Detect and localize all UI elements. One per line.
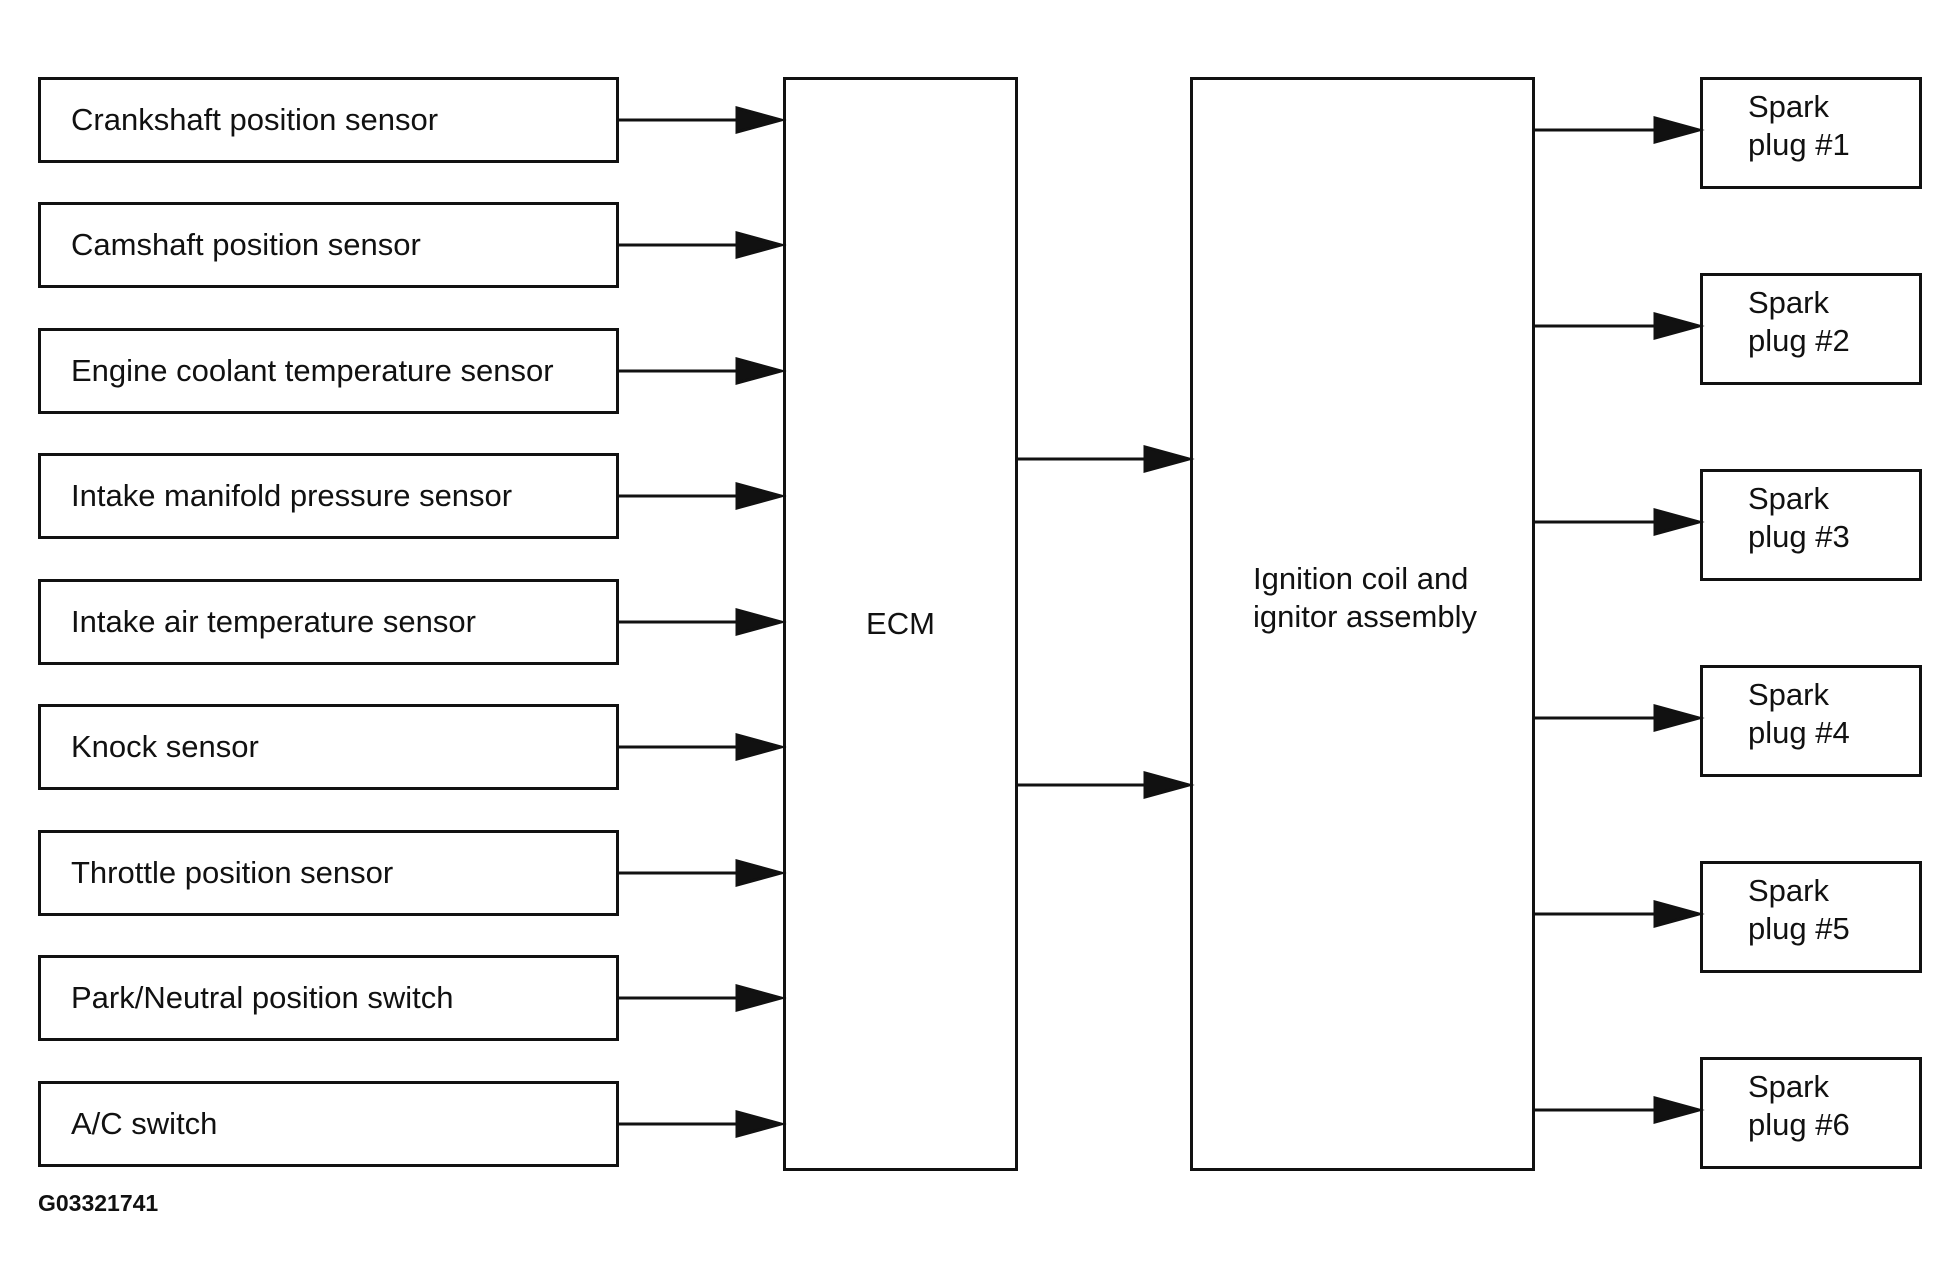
ignition-coil-box: Ignition coil and ignitor assembly: [1190, 77, 1535, 1171]
arrowhead-icon: [735, 482, 787, 510]
spark-plug-box-5: Spark plug #5: [1700, 861, 1922, 973]
arrowhead-icon: [735, 608, 787, 636]
ignition-coil-label-line1: Ignition coil and: [1253, 561, 1469, 596]
arrowhead-icon: [1653, 704, 1705, 732]
sensor-box-knock: Knock sensor: [38, 704, 619, 790]
spark-plug-label-line1: Spark: [1748, 285, 1829, 320]
spark-plug-label: Spark plug #1: [1748, 88, 1850, 164]
arrowhead-icon: [735, 1110, 787, 1138]
spark-plug-label-line1: Spark: [1748, 89, 1829, 124]
spark-plug-box-1: Spark plug #1: [1700, 77, 1922, 189]
spark-plug-box-3: Spark plug #3: [1700, 469, 1922, 581]
sensor-box-ac-switch: A/C switch: [38, 1081, 619, 1167]
arrowhead-icon: [735, 984, 787, 1012]
sensor-label: Knock sensor: [71, 729, 259, 764]
ignition-coil-label-line2: ignitor assembly: [1253, 599, 1477, 634]
arrowhead-icon: [1653, 116, 1705, 144]
arrowhead-icon: [735, 733, 787, 761]
spark-plug-label-line1: Spark: [1748, 1069, 1829, 1104]
spark-plug-label-line2: plug #3: [1748, 519, 1850, 554]
arrowhead-icon: [1653, 508, 1705, 536]
sensor-label: Intake air temperature sensor: [71, 604, 476, 639]
sensor-box-park-neutral: Park/Neutral position switch: [38, 955, 619, 1041]
ecm-box: ECM: [783, 77, 1018, 1171]
arrowhead-icon: [1653, 1096, 1705, 1124]
spark-plug-box-2: Spark plug #2: [1700, 273, 1922, 385]
spark-plug-label-line2: plug #1: [1748, 127, 1850, 162]
spark-plug-label-line1: Spark: [1748, 481, 1829, 516]
sensor-box-coolant-temp: Engine coolant temperature sensor: [38, 328, 619, 414]
arrowhead-icon: [735, 859, 787, 887]
sensor-box-intake-air-temp: Intake air temperature sensor: [38, 579, 619, 665]
sensor-box-manifold-pressure: Intake manifold pressure sensor: [38, 453, 619, 539]
sensor-box-camshaft: Camshaft position sensor: [38, 202, 619, 288]
figure-code: G03321741: [38, 1190, 159, 1216]
spark-plug-label: Spark plug #2: [1748, 284, 1850, 360]
sensor-label: A/C switch: [71, 1106, 218, 1141]
sensor-label: Throttle position sensor: [71, 855, 394, 890]
arrowhead-icon: [1143, 445, 1195, 473]
sensor-box-crankshaft: Crankshaft position sensor: [38, 77, 619, 163]
arrowhead-icon: [735, 357, 787, 385]
spark-plug-label-line2: plug #4: [1748, 715, 1850, 750]
ignition-coil-label: Ignition coil and ignitor assembly: [1253, 560, 1477, 636]
spark-plug-box-4: Spark plug #4: [1700, 665, 1922, 777]
sensor-label: Engine coolant temperature sensor: [71, 353, 554, 388]
arrowhead-icon: [1653, 312, 1705, 340]
spark-plug-label: Spark plug #3: [1748, 480, 1850, 556]
arrowhead-icon: [735, 106, 787, 134]
sensor-label: Intake manifold pressure sensor: [71, 478, 513, 513]
arrowhead-icon: [1143, 771, 1195, 799]
spark-plug-box-6: Spark plug #6: [1700, 1057, 1922, 1169]
sensor-box-throttle-position: Throttle position sensor: [38, 830, 619, 916]
ecm-label: ECM: [866, 606, 935, 641]
spark-plug-label-line1: Spark: [1748, 677, 1829, 712]
sensor-label: Park/Neutral position switch: [71, 980, 454, 1015]
arrowhead-icon: [1653, 900, 1705, 928]
sensor-label: Camshaft position sensor: [71, 227, 421, 262]
spark-plug-label-line2: plug #2: [1748, 323, 1850, 358]
spark-plug-label-line2: plug #5: [1748, 911, 1850, 946]
spark-plug-label-line1: Spark: [1748, 873, 1829, 908]
sensor-label: Crankshaft position sensor: [71, 102, 439, 137]
spark-plug-label: Spark plug #6: [1748, 1068, 1850, 1144]
spark-plug-label: Spark plug #5: [1748, 872, 1850, 948]
spark-plug-label: Spark plug #4: [1748, 676, 1850, 752]
spark-plug-label-line2: plug #6: [1748, 1107, 1850, 1142]
arrowhead-icon: [735, 231, 787, 259]
